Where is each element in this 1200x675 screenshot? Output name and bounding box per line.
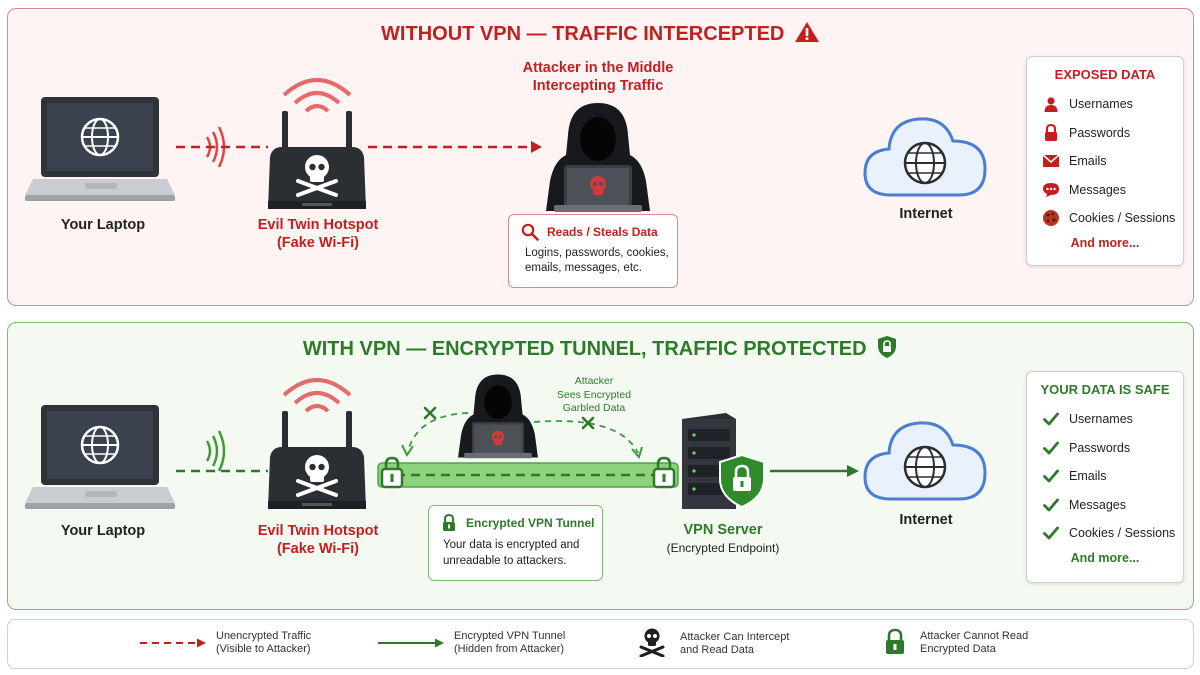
encrypted-tunnel-info-box: Encrypted VPN Tunnel Your data is encryp… bbox=[428, 505, 603, 581]
exposed-data-title: EXPOSED DATA bbox=[1054, 67, 1156, 82]
exposed-item: Emails bbox=[1027, 147, 1183, 176]
attacker-label: Attacker in the Middle Intercepting Traf… bbox=[522, 60, 674, 94]
safe-item: Emails bbox=[1027, 462, 1183, 491]
internet-label: Internet bbox=[899, 206, 953, 222]
attacker-sees-encrypted-label: Attacker Sees Encrypted Garbled Data bbox=[556, 375, 632, 414]
internet-cloud-icon bbox=[863, 117, 987, 197]
hacker-icon bbox=[546, 103, 650, 212]
padlock-icon bbox=[886, 628, 904, 654]
shield-lock-icon bbox=[878, 336, 897, 358]
vpn-server-label: VPN Server (Encrypted Endpoint) bbox=[666, 522, 780, 555]
encrypted-traffic-start bbox=[176, 430, 268, 473]
exposed-item: Passwords bbox=[1027, 119, 1183, 148]
encrypted-vpn-tunnel bbox=[377, 456, 679, 489]
evil-twin-router-icon bbox=[268, 78, 366, 209]
safe-item: Passwords bbox=[1027, 434, 1183, 463]
laptop-label: Your Laptop bbox=[60, 523, 146, 539]
cookie-icon bbox=[1043, 210, 1059, 227]
tunnel-lock-right-icon bbox=[652, 456, 676, 489]
safe-item: Usernames bbox=[1027, 405, 1183, 434]
checkmark-icon bbox=[1043, 412, 1059, 426]
laptop-icon bbox=[25, 97, 175, 201]
legend-unencrypted: Unencrypted Traffic(Visible to Attacker) bbox=[138, 630, 311, 656]
exposed-item: Cookies / Sessions bbox=[1027, 204, 1183, 233]
exposed-item: Messages bbox=[1027, 176, 1183, 205]
unencrypted-traffic-line bbox=[176, 126, 542, 168]
padlock-icon bbox=[443, 514, 455, 531]
with-vpn-panel: WITH VPN — ENCRYPTED TUNNEL, TRAFFIC PRO… bbox=[7, 322, 1194, 610]
legend-encrypted: Encrypted VPN Tunnel(Hidden from Attacke… bbox=[376, 630, 565, 656]
evil-twin-router-icon bbox=[268, 378, 366, 509]
tunnel-lock-left-icon bbox=[380, 456, 404, 489]
safe-item: Messages bbox=[1027, 491, 1183, 520]
exposed-more: And more... bbox=[1070, 235, 1140, 250]
hacker-icon bbox=[458, 374, 538, 459]
envelope-icon bbox=[1042, 154, 1060, 168]
blocked-x-icon bbox=[423, 406, 437, 420]
exposed-data-card: EXPOSED DATA Usernames Passwords Emails … bbox=[1026, 56, 1184, 266]
checkmark-icon bbox=[1043, 498, 1059, 512]
skull-crossbones-icon bbox=[639, 628, 665, 657]
blocked-interception-arrows bbox=[401, 406, 643, 460]
data-safe-card: YOUR DATA IS SAFE Usernames Passwords Em… bbox=[1026, 371, 1184, 583]
laptop-icon bbox=[25, 405, 175, 509]
vpn-server-icon bbox=[682, 413, 765, 509]
checkmark-icon bbox=[1043, 441, 1059, 455]
internet-cloud-icon bbox=[863, 421, 987, 501]
reads-steals-data-box: Reads / Steals Data Logins, passwords, c… bbox=[508, 214, 678, 288]
blocked-x-icon bbox=[581, 416, 595, 430]
exposed-item: Usernames bbox=[1027, 90, 1183, 119]
safe-more: And more... bbox=[1070, 550, 1140, 565]
safe-item: Cookies / Sessions bbox=[1027, 519, 1183, 548]
internet-label: Internet bbox=[899, 512, 953, 528]
warning-icon bbox=[794, 22, 819, 42]
encrypted-outbound-arrow bbox=[770, 465, 859, 477]
padlock-icon bbox=[1045, 123, 1057, 141]
data-safe-title: YOUR DATA IS SAFE bbox=[1040, 382, 1170, 397]
red-dashed-arrow-icon bbox=[140, 638, 206, 648]
hotspot-label: Evil Twin Hotspot (Fake Wi-Fi) bbox=[257, 217, 379, 251]
checkmark-icon bbox=[1043, 526, 1059, 540]
legend: Unencrypted Traffic(Visible to Attacker)… bbox=[7, 619, 1194, 669]
checkmark-icon bbox=[1043, 469, 1059, 483]
without-vpn-panel: WITHOUT VPN — TRAFFIC INTERCEPTED Your L… bbox=[7, 8, 1194, 306]
with-vpn-title: WITH VPN — ENCRYPTED TUNNEL, TRAFFIC PRO… bbox=[8, 335, 1193, 361]
hotspot-label: Evil Twin Hotspot (Fake Wi-Fi) bbox=[257, 523, 379, 557]
magnifier-icon bbox=[521, 223, 539, 241]
green-solid-arrow-icon bbox=[378, 638, 444, 648]
chat-bubble-icon bbox=[1043, 182, 1059, 197]
user-icon bbox=[1044, 97, 1058, 113]
without-vpn-title: WITHOUT VPN — TRAFFIC INTERCEPTED bbox=[8, 21, 1193, 46]
laptop-label: Your Laptop bbox=[60, 217, 146, 233]
